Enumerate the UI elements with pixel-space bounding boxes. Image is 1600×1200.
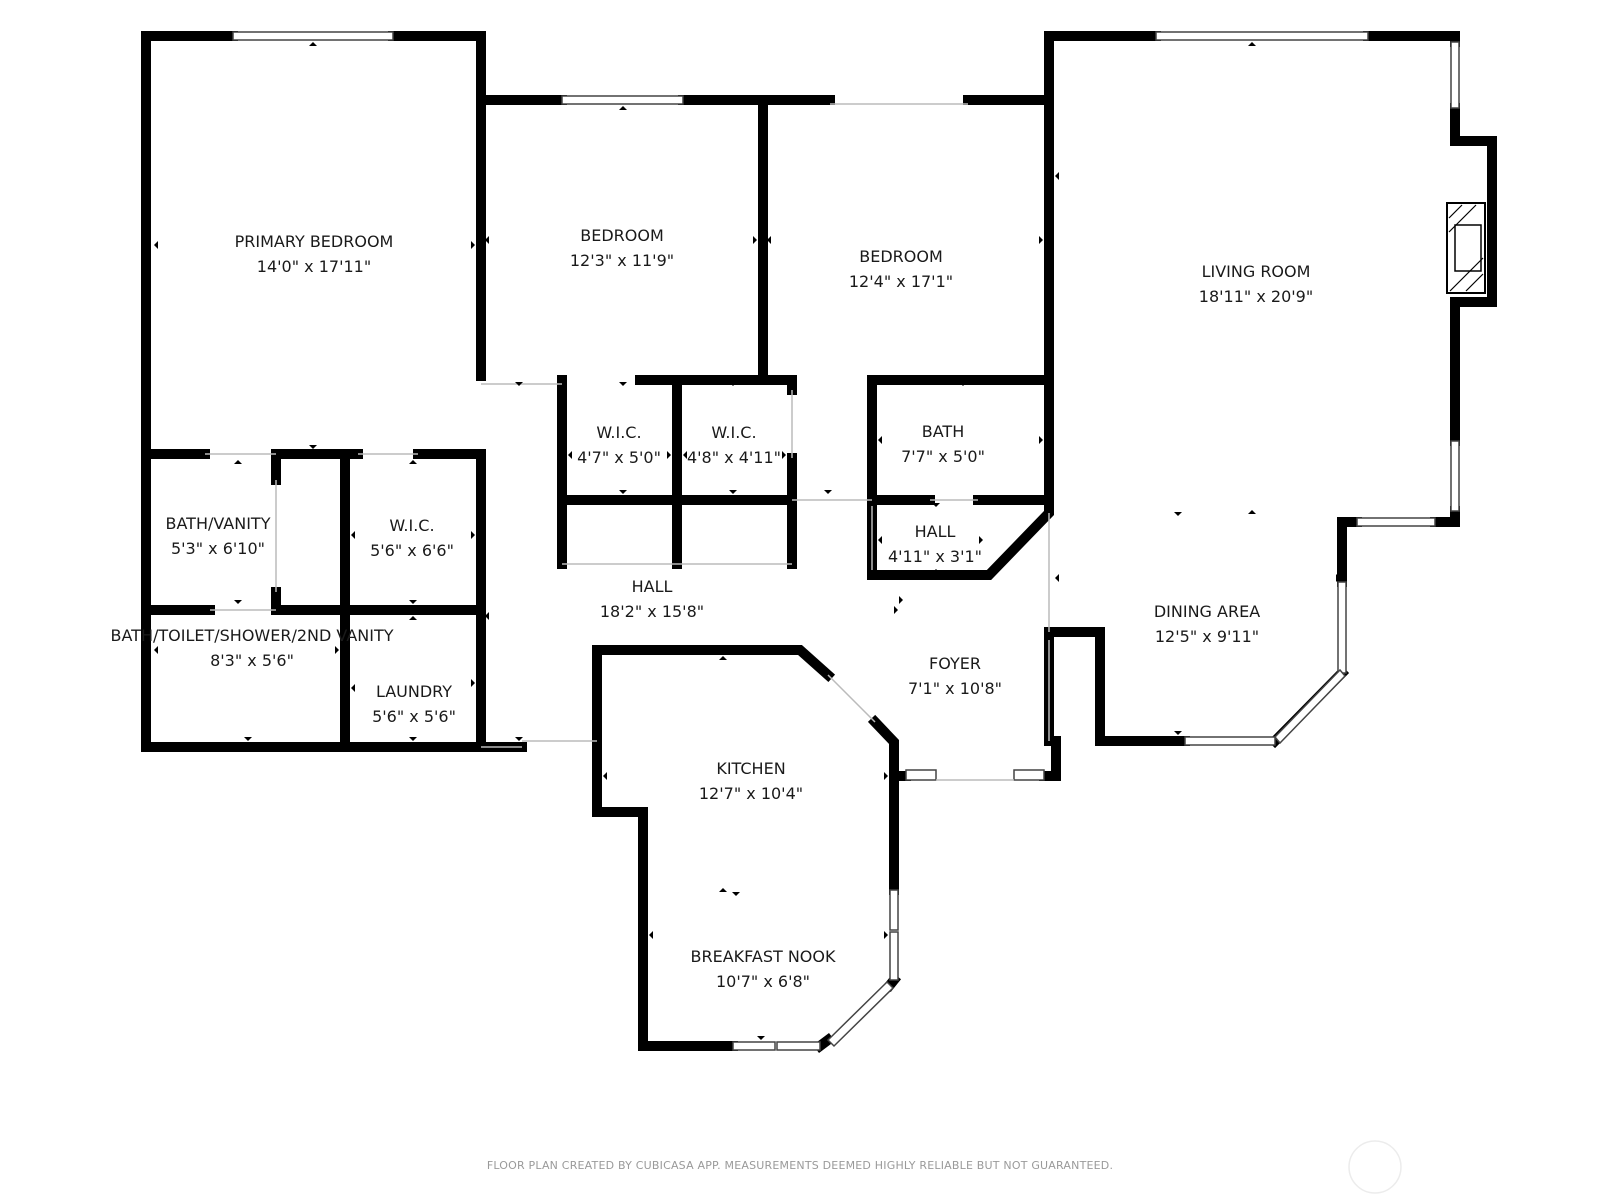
window-nook-right-2 [889, 931, 899, 981]
room-bath-vanity: BATH/VANITY 5'3" x 6'10" [166, 514, 271, 558]
window-dining-corner [1273, 668, 1347, 745]
room-name: BATH [922, 422, 964, 441]
room-laundry: LAUNDRY 5'6" x 5'6" [372, 682, 456, 726]
window-dining-bottom [1184, 736, 1276, 746]
openings [205, 103, 1050, 781]
room-foyer: FOYER 7'1" x 10'8" [908, 654, 1002, 698]
dimension-markers [154, 42, 1340, 1040]
window-living-corner [1356, 517, 1436, 527]
room-name: W.I.C. [711, 423, 756, 442]
room-bath-toilet-shower: BATH/TOILET/SHOWER/2ND VANITY 8'3" x 5'6… [110, 626, 393, 670]
room-name: W.I.C. [596, 423, 641, 442]
room-name: PRIMARY BEDROOM [235, 232, 394, 251]
window-living-top [1155, 31, 1369, 41]
room-labels: PRIMARY BEDROOM 14'0" x 17'11" BEDROOM 1… [110, 226, 1313, 991]
room-dimensions: 4'8" x 4'11" [687, 448, 781, 467]
room-name: BATH/VANITY [166, 514, 271, 533]
window-nook-bottom-1 [732, 1041, 776, 1051]
window-nook-right-1 [889, 889, 899, 931]
window-living-right-mid [1450, 440, 1460, 512]
walls [141, 31, 1497, 1053]
room-name: FOYER [929, 654, 981, 673]
room-hall-main: HALL 18'2" x 15'8" [600, 577, 704, 621]
room-dimensions: 14'0" x 17'11" [257, 257, 371, 276]
window-dining-right [1337, 581, 1347, 674]
room-primary-bedroom: PRIMARY BEDROOM 14'0" x 17'11" [235, 232, 394, 276]
room-breakfast-nook: BREAKFAST NOOK 10'7" x 6'8" [691, 947, 836, 991]
room-dimensions: 18'11" x 20'9" [1199, 287, 1313, 306]
room-name: BEDROOM [580, 226, 664, 245]
window-living-right-top [1450, 41, 1460, 109]
room-dimensions: 5'6" x 6'6" [370, 541, 454, 560]
room-dimensions: 4'11" x 3'1" [888, 547, 982, 566]
window-nook-bottom-2 [776, 1041, 821, 1051]
room-dimensions: 5'6" x 5'6" [372, 707, 456, 726]
room-bedroom-3: BEDROOM 12'4" x 17'1" [849, 247, 953, 291]
room-wic-2: W.I.C. 4'8" x 4'11" [687, 423, 781, 467]
compass-icon [1348, 1140, 1402, 1194]
room-dimensions: 5'3" x 6'10" [171, 539, 265, 558]
room-dimensions: 12'3" x 11'9" [570, 251, 674, 270]
room-hall-small: HALL 4'11" x 3'1" [888, 522, 982, 566]
room-name: KITCHEN [716, 759, 785, 778]
room-dimensions: 4'7" x 5'0" [577, 448, 661, 467]
room-name: HALL [632, 577, 673, 596]
room-dimensions: 7'7" x 5'0" [901, 447, 985, 466]
windows [232, 31, 1460, 1051]
room-dimensions: 8'3" x 5'6" [210, 651, 294, 670]
room-name: LAUNDRY [376, 682, 452, 701]
room-name: LIVING ROOM [1202, 262, 1311, 281]
room-name: HALL [915, 522, 956, 541]
window-foyer-right [1013, 769, 1045, 781]
window-nook-corner [826, 980, 895, 1048]
room-dimensions: 12'4" x 17'1" [849, 272, 953, 291]
room-dimensions: 18'2" x 15'8" [600, 602, 704, 621]
room-name: W.I.C. [389, 516, 434, 535]
room-wic-3: W.I.C. 5'6" x 6'6" [370, 516, 454, 560]
room-dimensions: 10'7" x 6'8" [716, 972, 810, 991]
window-primary-bedroom [232, 31, 394, 41]
room-living-room: LIVING ROOM 18'11" x 20'9" [1199, 262, 1313, 306]
room-dimensions: 12'5" x 9'11" [1155, 627, 1259, 646]
footer-disclaimer: FLOOR PLAN CREATED BY CUBICASA APP. MEAS… [487, 1159, 1113, 1172]
room-name: BEDROOM [859, 247, 943, 266]
fireplace [1446, 202, 1486, 294]
room-dimensions: 7'1" x 10'8" [908, 679, 1002, 698]
window-foyer-left [905, 769, 937, 781]
window-bedroom-2 [561, 95, 684, 105]
room-name: BATH/TOILET/SHOWER/2ND VANITY [110, 626, 393, 645]
room-dining-area: DINING AREA 12'5" x 9'11" [1154, 602, 1260, 646]
room-bath: BATH 7'7" x 5'0" [901, 422, 985, 466]
room-bedroom-2: BEDROOM 12'3" x 11'9" [570, 226, 674, 270]
room-name: DINING AREA [1154, 602, 1260, 621]
room-name: BREAKFAST NOOK [691, 947, 836, 966]
room-wic-1: W.I.C. 4'7" x 5'0" [577, 423, 661, 467]
room-dimensions: 12'7" x 10'4" [699, 784, 803, 803]
room-kitchen: KITCHEN 12'7" x 10'4" [699, 759, 803, 803]
